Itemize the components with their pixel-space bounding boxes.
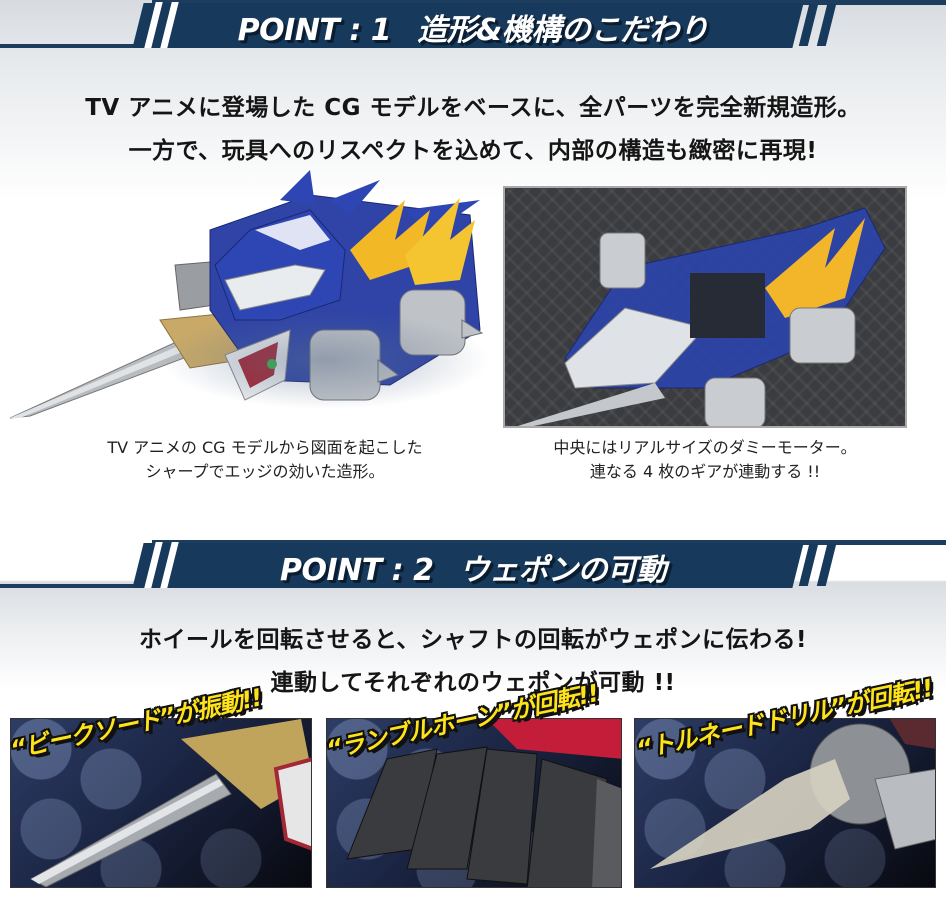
image1-caption-line-1: TV アニメの CG モデルから図面を起こした [107,438,423,457]
sword-weapon-panel [10,718,312,888]
banner-bottom-line [0,584,140,588]
drill-illustration-icon [650,719,935,869]
point1-lead-line-2: 一方で、玩具へのリスペクトを込めて、内部の構造も緻密に再現! [128,138,818,164]
banner-bottom-line [0,44,140,48]
image2-caption-line-2: 連なる 4 枚のギアが連動する !! [589,462,821,481]
point1-lead-line-1: TV アニメに登場した CG モデルをベースに、全パーツを完全新規造形。 [85,95,861,121]
vehicle-render-image [9,170,490,420]
point2-banner: POINT : 2 ウェポンの可動 [0,540,946,588]
point1-title: POINT : 1 造形&機構のこだわり [0,5,946,49]
point1-banner: POINT : 1 造形&機構のこだわり [0,0,946,48]
horn-illustration-icon [346,719,621,887]
banner-top-line [152,0,946,5]
point2-heading: ウェポンの可動 [459,553,666,588]
horn-weapon-panel [326,718,622,888]
image2-caption-line-1: 中央にはリアルサイズのダミーモーター。 [553,438,857,457]
point2-lead-line-2: 連動してそれぞれのウェポンが可動 !! [270,670,676,696]
point1-heading: 造形&機構のこだわり [417,13,709,48]
image2-caption: 中央にはリアルサイズのダミーモーター。 連なる 4 枚のギアが連動する !! [503,436,907,484]
image1-caption-line-2: シャープでエッジの効いた造形。 [145,462,385,481]
vehicle-illustration-icon [9,170,484,419]
cutaway-illustration-icon [517,207,886,426]
motor-cutaway-image [503,186,907,428]
render-shadow [160,310,490,410]
image1-caption: TV アニメの CG モデルから図面を起こした シャープでエッジの効いた造形。 [60,436,470,484]
drill-weapon-panel [634,718,936,888]
point2-lead-line-1: ホイールを回転させると、シャフトの回転がウェポンに伝わる! [138,627,808,653]
point2-title: POINT : 2 ウェポンの可動 [0,545,946,589]
sword-illustration-icon [29,719,311,887]
point2-label: POINT : 2 [280,553,434,588]
point1-label: POINT : 1 [237,13,392,48]
banner-top-line [152,540,946,545]
